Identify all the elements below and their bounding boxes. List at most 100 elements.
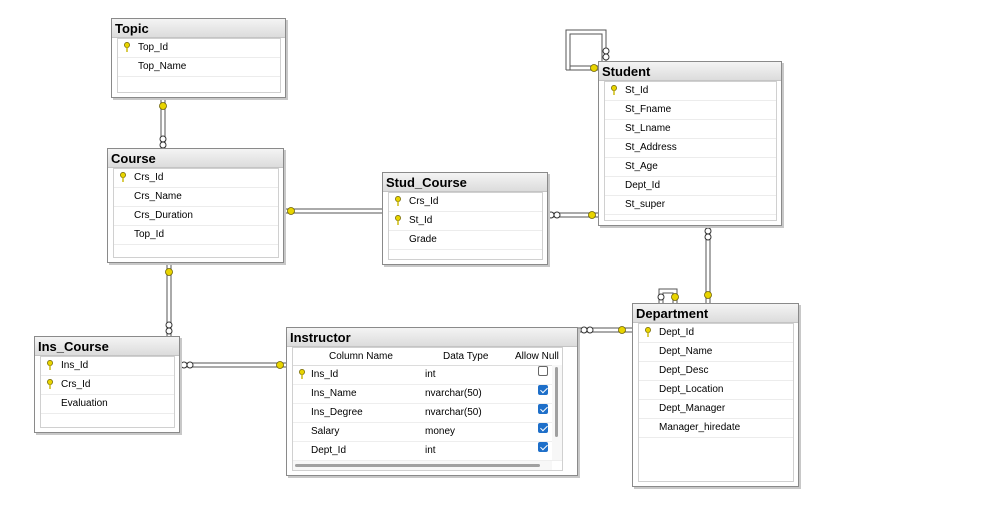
column-type[interactable]: int [425, 445, 436, 456]
column-name: Top_Id [138, 42, 169, 53]
column-type[interactable]: nvarchar(50) [425, 407, 482, 418]
primary-key-icon [645, 327, 651, 337]
table-title[interactable]: Stud_Course [383, 173, 547, 192]
column-name: Crs_Name [134, 191, 182, 202]
primary-key-icon [120, 172, 126, 182]
column-name: Top_Name [138, 61, 187, 72]
allow-nulls-checkbox[interactable] [538, 442, 548, 452]
column-row[interactable]: Crs_Name [114, 188, 278, 207]
column-row[interactable]: Ins_Name nvarchar(50) [293, 385, 562, 404]
column-name: St_Age [625, 161, 658, 172]
allow-nulls-checkbox[interactable] [538, 385, 548, 395]
column-row[interactable]: Ins_Degree nvarchar(50) [293, 404, 562, 423]
primary-key-icon [124, 42, 130, 52]
column-name: Crs_Id [134, 172, 164, 183]
header-column-name[interactable]: Column Name [329, 351, 393, 362]
column-row[interactable]: Dept_Id int [293, 442, 562, 461]
column-name: St_super [625, 199, 666, 210]
column-name: Dept_Location [659, 384, 724, 395]
column-row[interactable]: Dept_Location [639, 381, 793, 400]
primary-key-icon [611, 85, 617, 95]
table-topic[interactable]: Topic Top_Id Top_Name [111, 18, 286, 98]
rel-student-self [565, 29, 607, 70]
column-row[interactable]: Crs_Id [114, 169, 278, 188]
column-row[interactable]: Crs_Id [41, 376, 174, 395]
column-name[interactable]: Ins_Name [311, 388, 357, 399]
column-row[interactable]: Dept_Manager [639, 400, 793, 419]
column-type[interactable]: money [425, 426, 456, 437]
column-name: Dept_Desc [659, 365, 709, 376]
column-row[interactable]: Evaluation [41, 395, 174, 414]
column-name[interactable]: Salary [311, 426, 340, 437]
table-department[interactable]: Department Dept_Id Dept_Name Dept_Desc D… [632, 303, 799, 487]
column-row[interactable]: Top_Id [114, 226, 278, 245]
allow-nulls-checkbox[interactable] [538, 366, 548, 376]
column-name: Manager_hiredate [659, 422, 741, 433]
table-ins-course[interactable]: Ins_Course Ins_Id Crs_Id Evaluation [34, 336, 180, 433]
header-data-type[interactable]: Data Type [443, 351, 489, 362]
column-row[interactable]: Crs_Id [389, 193, 542, 212]
primary-key-icon [395, 196, 401, 206]
header-allow-nulls[interactable]: Allow Null [515, 351, 559, 362]
column-name: Crs_Duration [134, 210, 193, 221]
table-title[interactable]: Course [108, 149, 283, 168]
table-course[interactable]: Course Crs_Id Crs_Name Crs_Duration Top_… [107, 148, 284, 263]
column-name[interactable]: Ins_Id [311, 369, 339, 380]
column-row[interactable]: St_Address [605, 139, 776, 158]
column-row[interactable]: St_Fname [605, 101, 776, 120]
column-row[interactable]: Dept_Id [639, 324, 793, 343]
column-row[interactable]: St_Id [605, 82, 776, 101]
column-name: St_Fname [625, 104, 672, 115]
allow-nulls-checkbox[interactable] [538, 423, 548, 433]
column-row[interactable]: Top_Name [118, 58, 280, 77]
column-type[interactable]: nvarchar(50) [425, 388, 482, 399]
table-title[interactable]: Instructor [287, 328, 577, 347]
column-row[interactable]: Grade [389, 231, 542, 250]
table-title[interactable]: Topic [112, 19, 285, 38]
column-name: Dept_Manager [659, 403, 726, 414]
column-row[interactable]: St_Id [389, 212, 542, 231]
column-row[interactable]: Dept_Desc [639, 362, 793, 381]
column-row[interactable]: St_Age [605, 158, 776, 177]
column-name[interactable]: Dept_Id [311, 445, 347, 456]
column-name: St_Address [625, 142, 677, 153]
grid-header: Column Name Data Type Allow Null [293, 348, 562, 366]
column-row[interactable]: St_Lname [605, 120, 776, 139]
column-name: St_Lname [625, 123, 671, 134]
table-title[interactable]: Department [633, 304, 798, 323]
column-name: Grade [409, 234, 437, 245]
column-row[interactable]: Ins_Id [41, 357, 174, 376]
table-title[interactable]: Ins_Course [35, 337, 179, 356]
column-type[interactable]: int [425, 369, 436, 380]
column-row[interactable]: St_super [605, 196, 776, 215]
column-name: Evaluation [61, 398, 108, 409]
column-name: Ins_Id [61, 360, 89, 371]
table-stud-course[interactable]: Stud_Course Crs_Id St_Id Grade [382, 172, 548, 265]
column-row[interactable]: Dept_Id [605, 177, 776, 196]
table-student[interactable]: Student St_Id St_Fname St_Lname St_Addre… [598, 61, 782, 226]
column-row[interactable]: Manager_hiredate [639, 419, 793, 438]
column-name: Crs_Id [409, 196, 439, 207]
column-name[interactable]: Ins_Degree [311, 407, 363, 418]
column-row[interactable]: Ins_Id int [293, 366, 562, 385]
vertical-scrollbar[interactable] [552, 365, 562, 460]
horizontal-scrollbar[interactable] [293, 461, 552, 470]
column-row[interactable]: Salary money [293, 423, 562, 442]
column-row[interactable]: Crs_Duration [114, 207, 278, 226]
column-row[interactable]: Dept_Name [639, 343, 793, 362]
column-list: Dept_Id Dept_Name Dept_Desc Dept_Locatio… [638, 323, 794, 482]
column-row[interactable]: Top_Id [118, 39, 280, 58]
column-name: Dept_Id [625, 180, 661, 191]
allow-nulls-checkbox[interactable] [538, 404, 548, 414]
column-grid: Column Name Data Type Allow Null Ins_Id … [292, 347, 563, 471]
table-title[interactable]: Student [599, 62, 781, 81]
column-name: Dept_Name [659, 346, 713, 357]
column-name: Crs_Id [61, 379, 91, 390]
column-list: Ins_Id Crs_Id Evaluation [40, 356, 175, 428]
column-name: Dept_Id [659, 327, 695, 338]
primary-key-icon [47, 379, 53, 389]
table-instructor[interactable]: Instructor Column Name Data Type Allow N… [286, 327, 578, 476]
column-name: St_Id [625, 85, 649, 96]
primary-key-icon [395, 215, 401, 225]
